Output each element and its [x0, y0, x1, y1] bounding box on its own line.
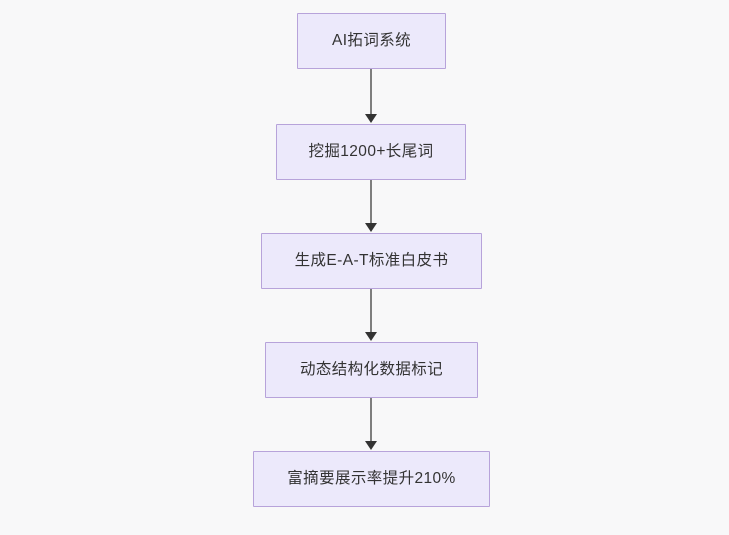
arrowhead-2: [365, 223, 377, 232]
edge-connector-1: [370, 69, 372, 115]
edge-connector-2: [370, 180, 372, 224]
edge-connector-3: [370, 289, 372, 333]
edge-connector-4: [370, 398, 372, 442]
node-label: 富摘要展示率提升210%: [287, 470, 456, 488]
flowchart-node-rich-snippet-impression-uplift[interactable]: 富摘要展示率提升210%: [253, 451, 490, 507]
flowchart-node-dynamic-structured-data-markup[interactable]: 动态结构化数据标记: [265, 342, 478, 398]
node-label: 动态结构化数据标记: [299, 361, 444, 379]
node-label: AI拓词系统: [331, 32, 412, 50]
node-label: 生成E-A-T标准白皮书: [294, 252, 449, 270]
arrowhead-1: [365, 114, 377, 123]
arrowhead-4: [365, 441, 377, 450]
flowchart-node-mine-longtail-keywords[interactable]: 挖掘1200+长尾词: [276, 124, 466, 180]
arrowhead-3: [365, 332, 377, 341]
flowchart-node-generate-eat-whitepaper[interactable]: 生成E-A-T标准白皮书: [261, 233, 482, 289]
flowchart-node-ai-keyword-system[interactable]: AI拓词系统: [297, 13, 446, 69]
node-label: 挖掘1200+长尾词: [308, 143, 434, 161]
